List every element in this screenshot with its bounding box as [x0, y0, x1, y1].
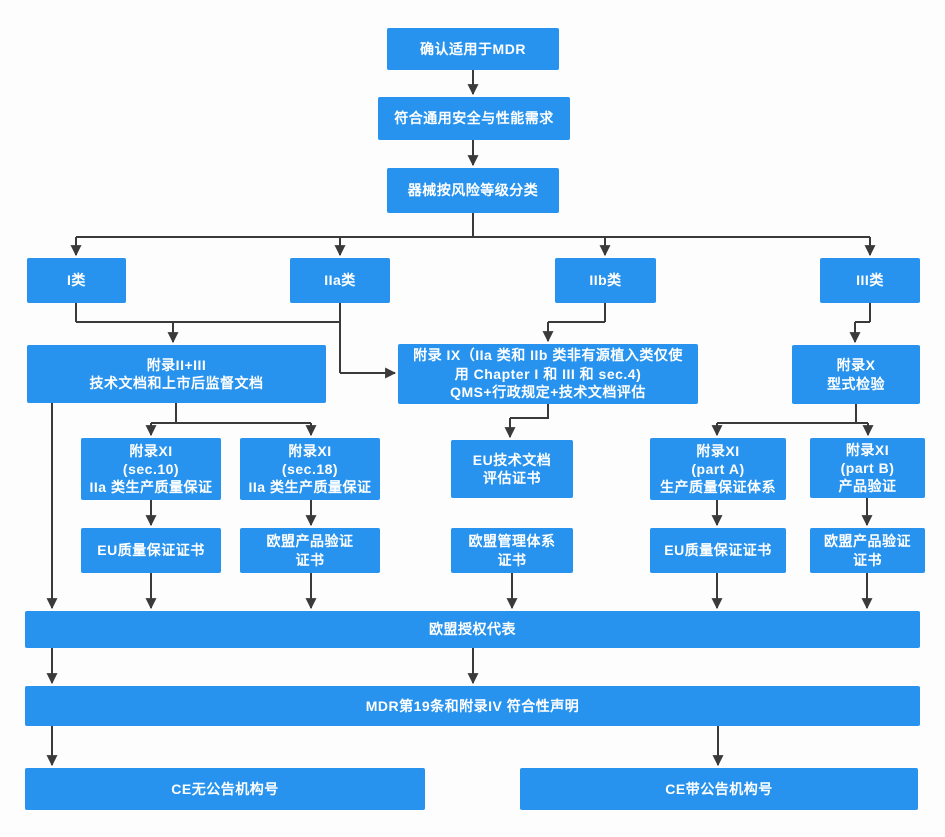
flow-node-class-iib: IIb类 — [555, 258, 656, 303]
flow-node-risk-classification: 器械按风险等级分类 — [387, 168, 559, 213]
flow-node-eu-qa-cert-left: EU质量保证证书 — [81, 528, 221, 573]
flow-node-annex-11-part-a: 附录XI (part A) 生产质量保证体系 — [650, 438, 786, 500]
flow-node-eu-tech-doc-cert: EU技术文档 评估证书 — [451, 440, 573, 498]
flow-node-eu-qa-cert-right: EU质量保证证书 — [650, 528, 786, 573]
flow-node-eu-product-cert-left: 欧盟产品验证 证书 — [240, 528, 380, 573]
flow-node-ce-with-notified-body: CE带公告机构号 — [520, 768, 918, 810]
flow-node-safety-requirements: 符合通用安全与性能需求 — [378, 97, 570, 140]
flow-node-eu-product-cert-right: 欧盟产品验证 证书 — [810, 528, 925, 573]
flow-node-class-iia: IIa类 — [290, 258, 390, 303]
flow-node-annex-9: 附录 IX（IIa 类和 IIb 类非有源植入类仅使 用 Chapter I 和… — [398, 344, 698, 404]
flow-node-class-iii: III类 — [820, 258, 920, 303]
flow-node-annex-10: 附录X 型式检验 — [792, 345, 920, 404]
flow-node-eu-authorized-rep: 欧盟授权代表 — [25, 611, 920, 648]
flow-node-ce-without-notified-body: CE无公告机构号 — [25, 768, 425, 810]
flow-node-annex-11-sec18: 附录XI (sec.18) IIa 类生产质量保证 — [240, 438, 380, 500]
flow-node-class-i: I类 — [27, 258, 126, 303]
flow-node-annex-11-part-b: 附录XI (part B) 产品验证 — [810, 438, 925, 498]
flow-node-annex-2-3: 附录II+III 技术文档和上市后监督文档 — [27, 345, 326, 403]
flow-node-declaration-of-conformity: MDR第19条和附录IV 符合性声明 — [25, 686, 920, 726]
flow-node-confirm-mdr: 确认适用于MDR — [387, 28, 559, 70]
flow-node-eu-mgmt-system-cert: 欧盟管理体系 证书 — [451, 528, 573, 573]
flow-node-annex-11-sec10: 附录XI (sec.10) IIa 类生产质量保证 — [81, 438, 221, 500]
